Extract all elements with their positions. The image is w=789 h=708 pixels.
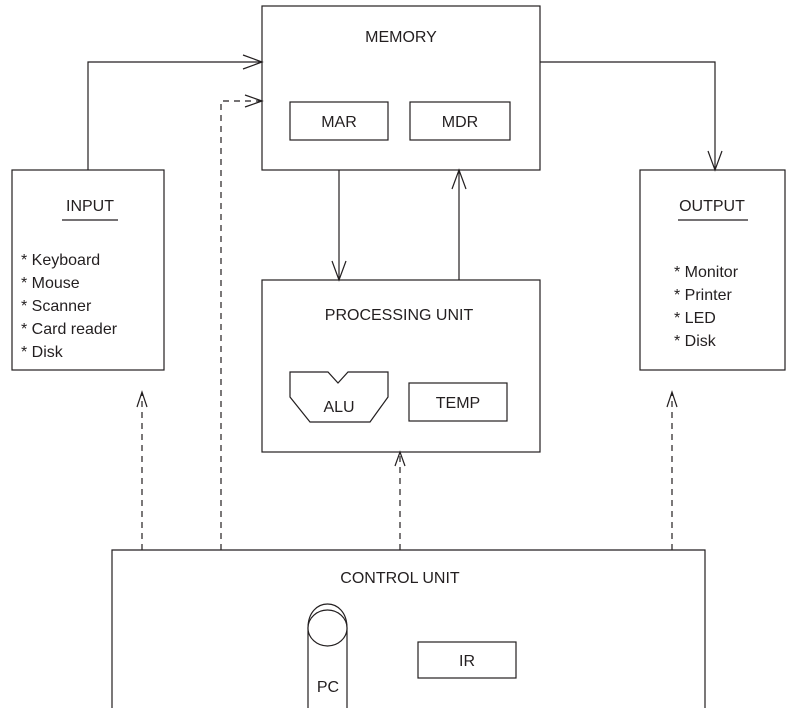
memory-to-output-line	[540, 61, 716, 170]
pc-register-top	[307, 609, 348, 647]
control-to-input-arrowhead	[136, 390, 148, 408]
ir-label: IR	[459, 653, 475, 670]
control-to-memory-arrowhead	[244, 94, 264, 108]
memory-box	[261, 5, 541, 171]
input-to-memory-arrowhead	[242, 54, 264, 70]
mdr-box	[409, 101, 511, 141]
input-item-disk: * Disk	[21, 344, 64, 361]
input-to-memory-line	[87, 61, 262, 170]
output-title: OUTPUT	[679, 198, 745, 215]
input-item-card-reader: * Card reader	[21, 321, 118, 338]
control-to-output-arrowhead	[666, 390, 678, 408]
input-box	[11, 169, 165, 371]
memory-block: MEMORY MAR MDR	[261, 5, 541, 171]
temp-box	[408, 382, 508, 422]
input-item-keyboard: * Keyboard	[21, 252, 100, 269]
memory-title: MEMORY	[365, 29, 437, 46]
processing-to-memory-arrowhead	[451, 168, 467, 190]
processing-unit-block: PROCESSING UNIT ALU TEMP	[261, 279, 541, 453]
input-title: INPUT	[66, 198, 114, 215]
mar-label: MAR	[321, 114, 357, 131]
output-item-disk: * Disk	[674, 333, 717, 350]
control-unit-box	[111, 549, 706, 708]
memory-to-processing-arrowhead	[331, 260, 347, 282]
alu-label: ALU	[323, 399, 354, 416]
input-item-scanner: * Scanner	[21, 298, 92, 315]
control-unit-title: CONTROL UNIT	[340, 570, 460, 587]
output-box	[639, 169, 786, 371]
mar-box	[289, 101, 389, 141]
processing-unit-title: PROCESSING UNIT	[325, 307, 474, 324]
alu-shape	[289, 371, 389, 423]
output-item-led: * LED	[674, 310, 716, 327]
control-to-processing-arrowhead	[394, 450, 406, 467]
ir-box	[417, 641, 517, 679]
output-item-monitor: * Monitor	[674, 264, 739, 281]
control-signal-connectors	[136, 94, 678, 550]
data-flow-connectors	[87, 54, 723, 282]
processing-unit-box	[261, 279, 541, 453]
pc-label: PC	[317, 679, 339, 696]
temp-label: TEMP	[436, 395, 480, 412]
input-block: INPUT * Keyboard * Mouse * Scanner * Car…	[11, 169, 165, 371]
control-unit-block: CONTROL UNIT PC IR	[111, 549, 706, 708]
control-to-memory-line	[220, 100, 262, 550]
memory-to-output-arrowhead	[707, 150, 723, 172]
input-item-mouse: * Mouse	[21, 275, 80, 292]
output-block: OUTPUT * Monitor * Printer * LED * Disk	[639, 169, 786, 371]
mdr-label: MDR	[442, 114, 478, 131]
output-item-printer: * Printer	[674, 287, 732, 304]
